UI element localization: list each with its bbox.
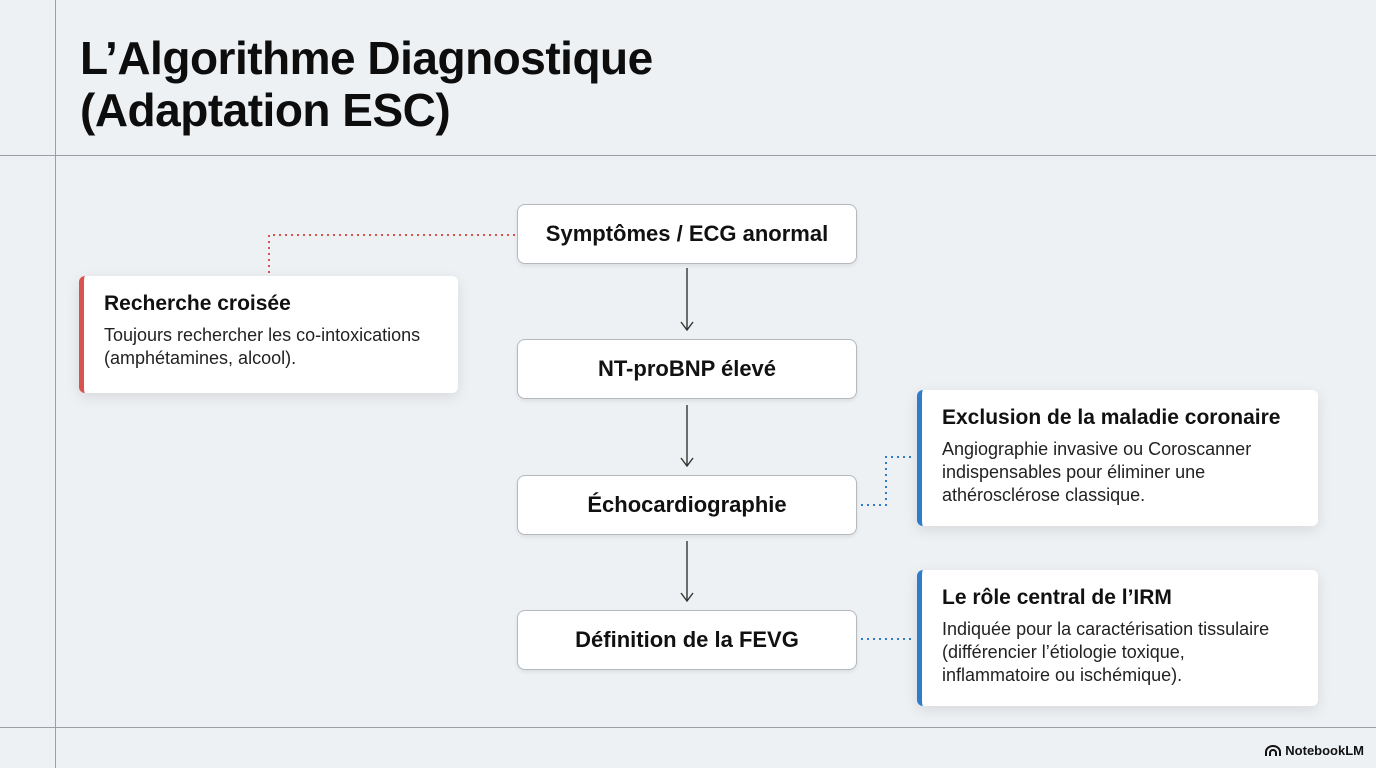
- note-line: Indiquée pour la caractérisation tissula…: [942, 619, 1270, 639]
- note-body: Indiquée pour la caractérisation tissula…: [942, 618, 1302, 687]
- note-exclusion-maladie-coronaire: Exclusion de la maladie coronaire Angiog…: [917, 390, 1318, 526]
- page-title: L’Algorithme Diagnostique (Adaptation ES…: [80, 32, 653, 136]
- note-line: indispensables pour éliminer une: [942, 462, 1206, 482]
- notebooklm-logo-icon: [1265, 744, 1282, 756]
- guide-line-top: [0, 155, 1376, 156]
- dotted-link-blue-1: [861, 456, 915, 506]
- step-echocardiographie: Échocardiographie: [517, 475, 857, 535]
- guide-line-vertical: [55, 0, 56, 768]
- note-title: Exclusion de la maladie coronaire: [942, 406, 1281, 429]
- guide-line-bottom: [0, 727, 1376, 728]
- brand-watermark: NotebookLM: [1265, 743, 1364, 758]
- page-title-line-1: L’Algorithme Diagnostique: [80, 32, 653, 84]
- page-title-line-2: (Adaptation ESC): [80, 84, 451, 136]
- note-body: Toujours rechercher les co-intoxications…: [104, 324, 442, 370]
- dotted-link-red: [268, 234, 515, 273]
- note-title: Recherche croisée: [104, 292, 291, 315]
- step-nt-probnp: NT-proBNP élevé: [517, 339, 857, 399]
- note-recherche-croisee: Recherche croisée Toujours rechercher le…: [79, 276, 458, 393]
- note-line: Angiographie invasive ou Coroscanner: [942, 439, 1252, 459]
- note-line: Toujours rechercher les co-intoxications: [104, 325, 421, 345]
- step-definition-fevg: Définition de la FEVG: [517, 610, 857, 670]
- note-role-irm: Le rôle central de l’IRM Indiquée pour l…: [917, 570, 1318, 706]
- note-line: athérosclérose classique.: [942, 485, 1146, 505]
- step-symptomes-ecg: Symptômes / ECG anormal: [517, 204, 857, 264]
- note-body: Angiographie invasive ou Coroscanner ind…: [942, 438, 1302, 507]
- note-title: Le rôle central de l’IRM: [942, 586, 1172, 609]
- note-line: (différencier l’étiologie toxique,: [942, 642, 1185, 662]
- note-line: (amphétamines, alcool).: [104, 348, 297, 368]
- note-line: inflammatoire ou ischémique).: [942, 665, 1183, 685]
- brand-name: NotebookLM: [1285, 743, 1364, 758]
